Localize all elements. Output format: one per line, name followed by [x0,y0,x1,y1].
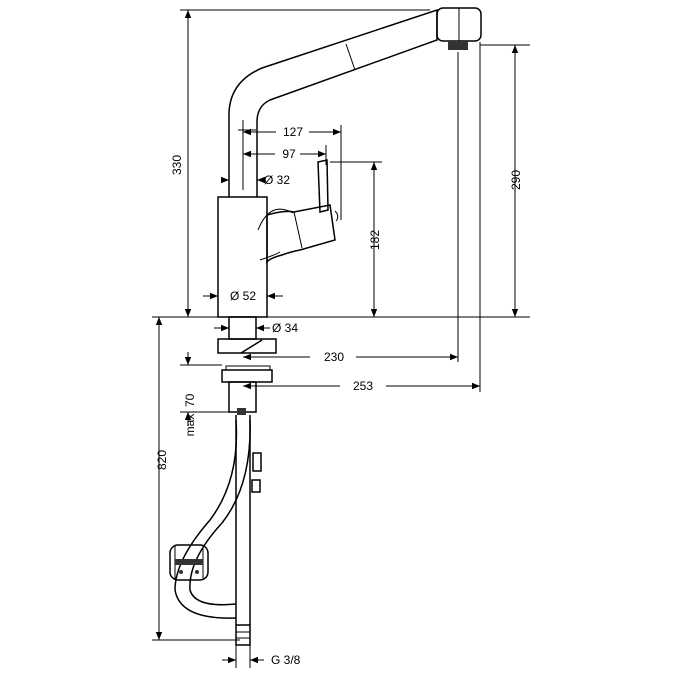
dim-230-label: 230 [324,350,344,364]
dim-reach-230: 230 [243,52,459,364]
aerator [448,41,468,50]
dim-820-label: 820 [155,450,169,470]
dim-34-label: Ø 34 [272,321,298,335]
dim-height-290: 290 [480,44,530,317]
dim-330-label: 330 [170,155,184,175]
mounting-nut [221,369,273,383]
dim-height-330: 330 [170,9,430,317]
dim-dia-52: Ø 52 [203,289,283,303]
hose-connector [235,624,251,646]
dim-253-label: 253 [353,379,373,393]
lever [317,159,329,213]
hose-weight [169,544,209,581]
faucet-body [217,7,482,415]
hoses [169,415,262,646]
dim-52-label: Ø 52 [230,289,256,303]
lever-housing [266,204,336,265]
dim-290-label: 290 [509,170,523,190]
spout-tube [228,8,438,197]
dim-height-820: 820 [152,317,240,641]
dim-reach-97: 97 [243,145,327,165]
dim-height-182: 182 [330,161,382,317]
dim-dia-34: Ø 34 [214,321,298,335]
dim-max-70: max. 70 [180,352,229,436]
dim-thread-label: G 3/8 [271,653,301,667]
dim-70-label: max. 70 [183,393,197,436]
mounting-plate [217,338,277,354]
dim-127-label: 127 [283,125,303,139]
dim-thread: G 3/8 [222,645,301,668]
dim-182-label: 182 [368,230,382,250]
dim-reach-253: 253 [243,42,481,393]
dim-dia-32: Ø 32 [221,172,290,190]
dim-32-label: Ø 32 [264,173,290,187]
faucet-shank [228,316,257,340]
dim-97-label: 97 [282,147,296,161]
